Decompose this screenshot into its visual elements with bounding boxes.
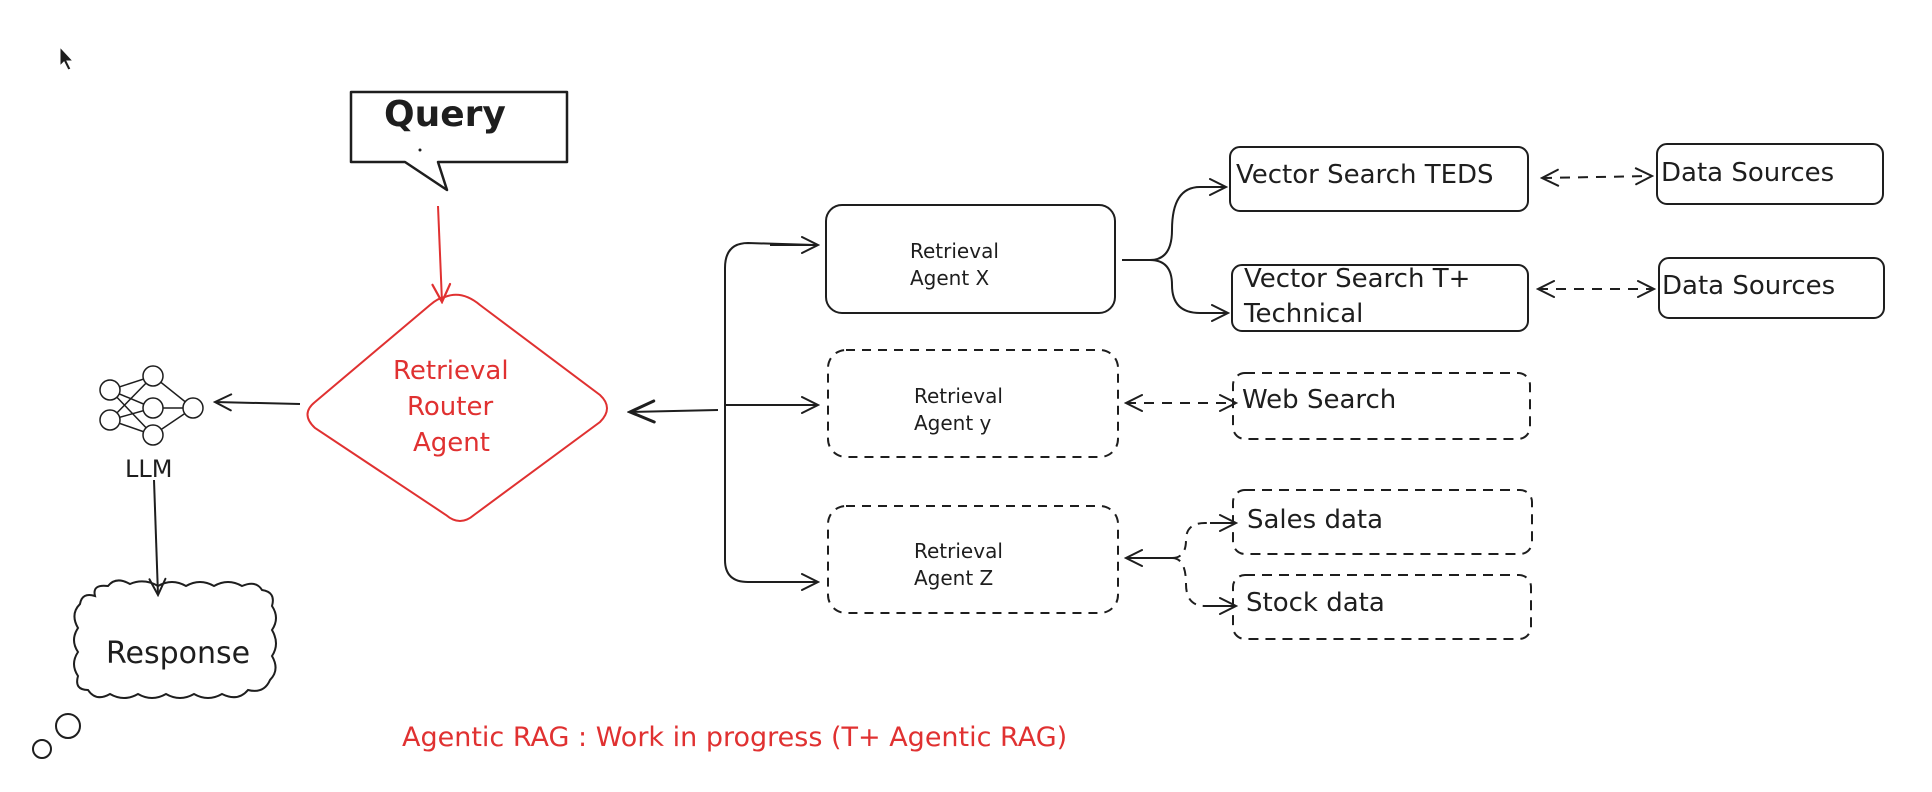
agent-x-label-line-2: Agent X bbox=[910, 266, 990, 290]
query-to-router-arrow bbox=[438, 205, 442, 302]
query-speech-bubble[interactable] bbox=[349, 90, 569, 192]
response-thought-cloud[interactable] bbox=[73, 579, 277, 699]
mouse-pointer-icon bbox=[59, 45, 75, 71]
llm-label: LLM bbox=[125, 455, 173, 483]
sales-data-label: Sales data bbox=[1247, 505, 1384, 535]
agent-y-label-line-1: Retrieval bbox=[914, 384, 1003, 408]
data-sources-label-1: Data Sources bbox=[1661, 158, 1835, 188]
llm-to-response-arrow bbox=[154, 479, 158, 595]
agent-x-fork-line bbox=[1122, 186, 1215, 314]
neural-network-icon bbox=[99, 365, 204, 446]
query-label: Query bbox=[384, 94, 506, 135]
thought-bubble-small bbox=[32, 739, 52, 759]
web-search-box[interactable] bbox=[1232, 372, 1531, 440]
data-sources-label-2: Data Sources bbox=[1662, 271, 1836, 301]
agent-bus-line bbox=[724, 241, 816, 583]
agent-y-label-line-2: Agent y bbox=[914, 411, 992, 435]
agent-x-label-line-1: Retrieval bbox=[910, 239, 999, 263]
retrieval-agent-x-box[interactable] bbox=[825, 204, 1116, 314]
agent-z-label-line-1: Retrieval bbox=[914, 539, 1003, 563]
agent-z-label-line-2: Agent Z bbox=[914, 566, 994, 590]
vector-search-teds-label: Vector Search TEDS bbox=[1236, 160, 1494, 190]
footer-note: Agentic RAG : Work in progress (T+ Agent… bbox=[402, 722, 1068, 753]
data-sources-box-1[interactable] bbox=[1656, 143, 1884, 205]
agent-z-fork-lines bbox=[1171, 522, 1226, 607]
router-label-line-1: Retrieval bbox=[393, 356, 509, 386]
teds-data-sources-link bbox=[1542, 176, 1652, 178]
response-label: Response bbox=[106, 636, 251, 671]
router-label-line-3: Agent bbox=[413, 428, 490, 458]
router-to-llm-arrow bbox=[215, 402, 301, 404]
data-sources-box-2[interactable] bbox=[1658, 257, 1885, 319]
router-label-line-2: Router bbox=[407, 392, 494, 422]
thought-bubble-large bbox=[55, 713, 81, 739]
web-search-label: Web Search bbox=[1242, 385, 1397, 415]
retrieval-router-agent-diamond[interactable] bbox=[306, 293, 608, 522]
vector-search-tplus-box[interactable] bbox=[1231, 264, 1529, 332]
vector-search-teds-box[interactable] bbox=[1229, 146, 1529, 212]
stock-data-label: Stock data bbox=[1246, 588, 1385, 618]
vector-search-tplus-label-line-1: Vector Search T+ bbox=[1244, 264, 1471, 294]
vector-search-tplus-label-line-2: Technical bbox=[1244, 299, 1364, 329]
bus-to-router-arrow bbox=[630, 410, 719, 412]
